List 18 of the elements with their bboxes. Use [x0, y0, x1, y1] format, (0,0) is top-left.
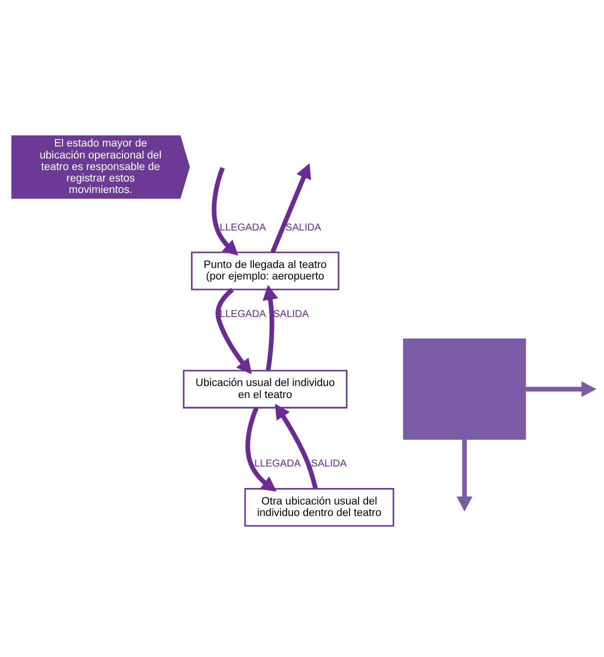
- edge-label: SALIDA: [273, 308, 309, 320]
- arrow: [270, 163, 312, 254]
- edge-label: SALIDA: [286, 222, 322, 234]
- arrow: [262, 284, 278, 371]
- arrow: [456, 439, 472, 512]
- edge-label: SALIDA: [311, 458, 347, 470]
- node-box: Otra ubicación usual del individuo dentro del teatro: [244, 488, 394, 527]
- edge-label: LLEGADA: [220, 308, 266, 320]
- arrow: [245, 407, 277, 492]
- arrow: [212, 167, 238, 256]
- arrow: [526, 381, 596, 398]
- arrow: [274, 404, 318, 490]
- edge-label: LLEGADA: [220, 222, 266, 234]
- edge-label: LLEGADA: [254, 458, 301, 470]
- node-box: Punto de llegada al teatro (por ejemplo: aeropuerto: [190, 252, 340, 290]
- node-box: Ubicación usual del individuo en el teatro: [182, 370, 348, 408]
- arrow: [216, 288, 252, 374]
- node-box: [403, 338, 526, 440]
